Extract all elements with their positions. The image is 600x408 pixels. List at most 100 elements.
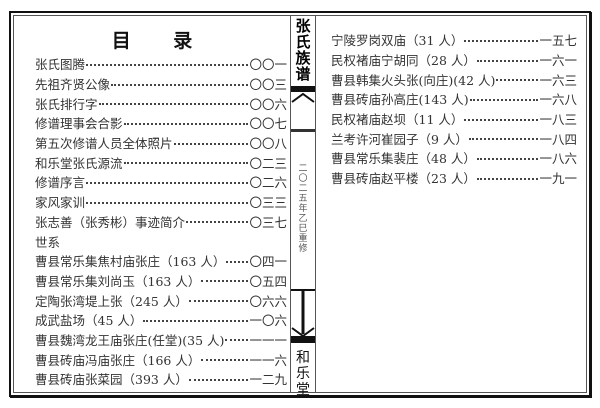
toc-entry-label: 曹县常乐集裴庄（48 人） <box>331 151 476 167</box>
book-frame: 目 录 张氏图腾〇〇一先祖齐贤公像〇〇三张氏排行字〇〇六修谱理事会合影〇〇七第五… <box>9 11 591 398</box>
right-page: 宁陵罗岗双庙（31 人）一五七民权褚庙宁胡同（28 人）一六一曹县韩集火头张(向… <box>315 16 586 392</box>
toc-entry[interactable]: 修谱理事会合影〇〇七 <box>35 113 287 133</box>
toc-entry-label: 成武盐场（45 人） <box>35 313 143 329</box>
toc-entry-label: 曹县常乐集刘尚玉（163 人） <box>35 273 201 289</box>
toc-entry-label: 修谱序言 <box>35 175 86 191</box>
spine-band-bottom <box>291 336 315 343</box>
dot-leader <box>188 300 249 303</box>
dot-leader <box>464 118 539 121</box>
toc-entry-label: 先祖齐贤公像 <box>35 77 111 93</box>
toc-entry-label: 曹县砖庙赵平楼（23 人） <box>331 171 476 187</box>
toc-entry[interactable]: 世系 <box>35 231 287 251</box>
toc-entry-page: 〇〇八 <box>249 136 287 152</box>
toc-entry-page: 一六三 <box>539 72 577 88</box>
toc-entry[interactable]: 兰考许河崔园子（9 人） 一八四 <box>331 128 577 148</box>
toc-entry[interactable]: 曹县砖庙赵平楼（23 人） 一九一 <box>331 168 577 188</box>
toc-entry[interactable]: 张志善（张秀彬）事迹简介〇三七 <box>35 212 287 232</box>
book-spine: 张 氏 族 谱 二 〇 二 五 年 乙 巳 重 修 和 乐 堂 <box>290 16 316 398</box>
toc-entry-page: 一六八 <box>539 92 577 108</box>
dot-leader <box>86 181 249 184</box>
dot-leader <box>225 339 249 342</box>
toc-entry-page: 一二九 <box>249 372 287 388</box>
toc-entry-label: 曹县砖庙孙高庄(143 人) <box>331 92 469 108</box>
toc-entry[interactable]: 先祖齐贤公像 〇〇三 <box>35 74 287 94</box>
dot-leader <box>123 162 249 165</box>
toc-entry-label: 张氏图腾 <box>35 57 86 73</box>
dot-leader <box>201 280 249 283</box>
toc-entry-label: 曹县常乐集焦村庙张庄（163 人） <box>35 254 226 270</box>
spine-rule <box>291 129 315 132</box>
chevron-up-icon <box>291 92 315 103</box>
toc-list-left: 张氏图腾〇〇一先祖齐贤公像〇〇三张氏排行字〇〇六修谱理事会合影〇〇七第五次修谱人… <box>35 54 287 389</box>
toc-entry-page: 〇五四 <box>249 273 287 289</box>
toc-entry-page: 〇〇七 <box>249 116 287 132</box>
toc-entry-label: 曹县砖庙冯庙张庄（166 人） <box>35 352 201 368</box>
toc-entry-page: 一八三 <box>539 112 577 128</box>
toc-entry[interactable]: 曹县砖庙孙高庄(143 人) 一六八 <box>331 89 577 109</box>
left-page: 目 录 张氏图腾〇〇一先祖齐贤公像〇〇三张氏排行字〇〇六修谱理事会合影〇〇七第五… <box>14 16 290 392</box>
toc-entry[interactable]: 曹县韩集火头张(向庄)(42 人) 一六三 <box>331 69 577 89</box>
spine-hall-name: 和 乐 堂 <box>296 350 310 398</box>
toc-entry-page: 〇〇一 <box>249 57 287 73</box>
toc-entry-page: 〇〇三 <box>249 77 287 93</box>
toc-entry-page: 一九一 <box>539 171 577 187</box>
dot-leader <box>186 221 249 224</box>
toc-entry-page: 一〇六 <box>249 313 287 329</box>
toc-entry[interactable]: 曹县常乐集刘尚玉（163 人） 〇五四 <box>35 271 287 291</box>
toc-entry-label: 宁陵罗岗双庙（31 人） <box>331 33 464 49</box>
toc-entry[interactable]: 曹县常乐集裴庄（48 人） 一八六 <box>331 148 577 168</box>
toc-entry[interactable]: 曹县常乐集焦村庙张庄（163 人）〇四一 <box>35 251 287 271</box>
dot-leader <box>86 201 249 204</box>
toc-entry-page: 一六一 <box>539 53 577 69</box>
toc-entry[interactable]: 成武盐场（45 人） 一〇六 <box>35 310 287 330</box>
toc-entry[interactable]: 曹县魏湾龙王庙张庄(任堂)(35 人) 一一一 <box>35 330 287 350</box>
toc-entry[interactable]: 张氏图腾 〇〇一 <box>35 54 287 74</box>
toc-entry-label: 民权褚庙赵坝（11 人） <box>331 112 464 128</box>
toc-entry[interactable]: 定陶张湾堤上张（245 人） 〇六六 <box>35 290 287 310</box>
toc-entry-label: 兰考许河崔园子（9 人） <box>331 131 468 147</box>
dot-leader <box>188 378 249 381</box>
toc-entry-page: 一五七 <box>539 33 577 49</box>
toc-entry-label: 张志善（张秀彬）事迹简介 <box>35 214 186 230</box>
toc-entry-page: 一一六 <box>249 352 287 368</box>
toc-entry[interactable]: 民权褚庙宁胡同（28 人） 一六一 <box>331 50 577 70</box>
toc-entry[interactable]: 民权褚庙赵坝（11 人） 一八三 <box>331 109 577 129</box>
toc-entry-label: 世系 <box>35 234 61 250</box>
toc-entry[interactable]: 曹县砖庙冯庙张庄（166 人） 一一六 <box>35 349 287 369</box>
toc-entry-label: 民权褚庙宁胡同（28 人） <box>331 53 476 69</box>
toc-entry[interactable]: 张氏排行字〇〇六 <box>35 93 287 113</box>
spine-year: 二 〇 二 五 年 乙 巳 重 修 <box>298 164 308 254</box>
dot-leader <box>464 39 539 42</box>
toc-entry-page: 一八四 <box>539 131 577 147</box>
toc-entry-label: 定陶张湾堤上张（245 人） <box>35 293 188 309</box>
toc-entry-label: 曹县魏湾龙王庙张庄(任堂)(35 人) <box>35 332 225 348</box>
toc-entry[interactable]: 修谱序言〇二六 <box>35 172 287 192</box>
toc-entry[interactable]: 和乐堂张氏源流 〇二三 <box>35 152 287 172</box>
toc-entry[interactable]: 曹县砖庙张菜园（393 人）一二九 <box>35 369 287 389</box>
toc-entry[interactable]: 第五次修谱人员全体照片 〇〇八 <box>35 133 287 153</box>
book-inner-border: 目 录 张氏图腾〇〇一先祖齐贤公像〇〇三张氏排行字〇〇六修谱理事会合影〇〇七第五… <box>13 15 587 398</box>
toc-list-right: 宁陵罗岗双庙（31 人）一五七民权褚庙宁胡同（28 人）一六一曹县韩集火头张(向… <box>331 30 577 188</box>
toc-entry-page: 一一一 <box>249 332 287 348</box>
spine-band-top <box>291 86 315 92</box>
toc-entry-page: 〇二三 <box>249 155 287 171</box>
spine-title: 张 氏 族 谱 <box>295 17 311 83</box>
dot-leader <box>86 63 249 66</box>
toc-entry-label: 第五次修谱人员全体照片 <box>35 136 173 152</box>
toc-entry-page: 〇三三 <box>249 195 287 211</box>
toc-entry-label: 和乐堂张氏源流 <box>35 155 123 171</box>
toc-entry-label: 曹县韩集火头张(向庄)(42 人) <box>331 72 496 88</box>
toc-entry-page: 〇六六 <box>249 293 287 309</box>
toc-entry-page: 一八六 <box>539 151 577 167</box>
dot-leader <box>476 59 539 62</box>
dot-leader <box>111 83 249 86</box>
toc-entry-label: 家风家训 <box>35 195 86 211</box>
toc-title: 目 录 <box>111 30 211 52</box>
dot-leader <box>201 359 249 362</box>
dot-leader <box>496 79 539 82</box>
spine-ornament <box>291 86 315 343</box>
toc-entry[interactable]: 家风家训 〇三三 <box>35 192 287 212</box>
toc-entry[interactable]: 宁陵罗岗双庙（31 人） 一五七 <box>331 30 577 50</box>
dot-leader <box>476 177 539 180</box>
chevron-down-icon <box>291 327 315 338</box>
